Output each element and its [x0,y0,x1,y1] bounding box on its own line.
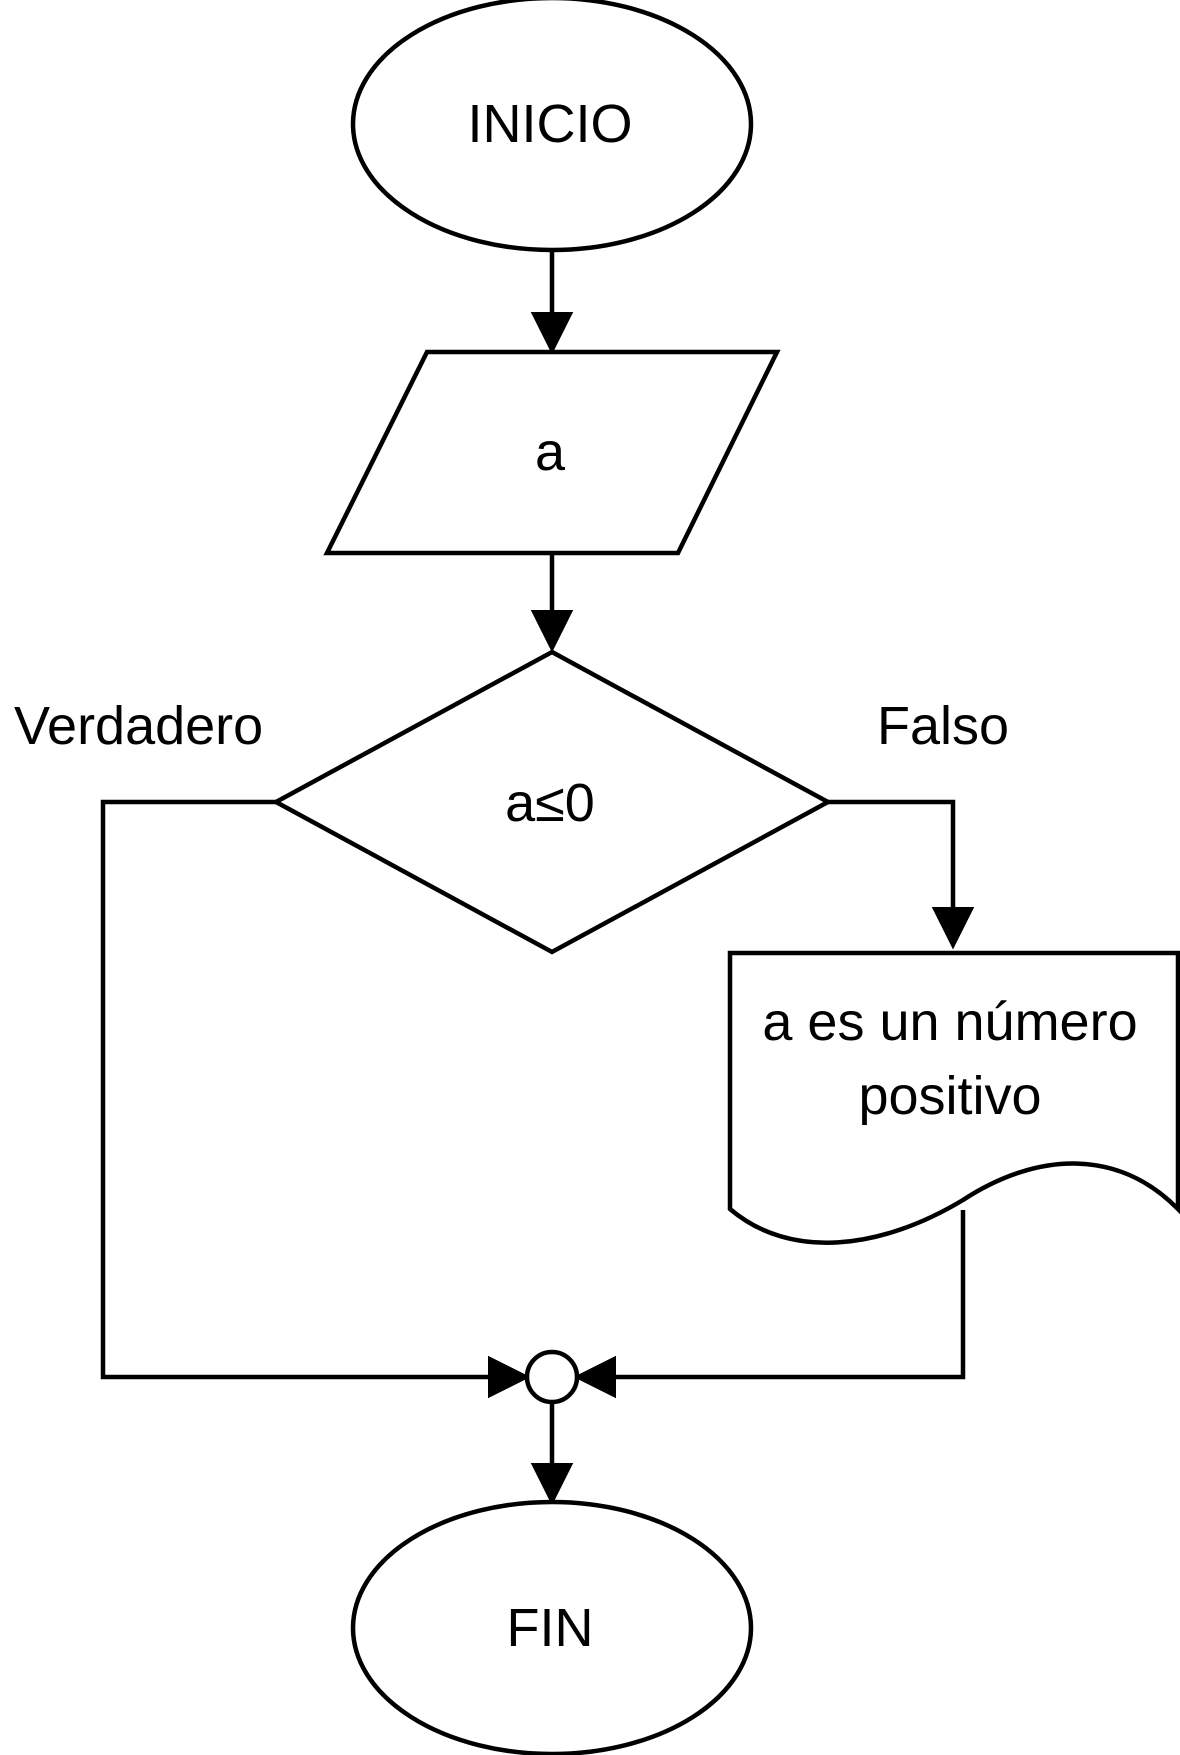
input-label: a [535,422,566,482]
end-label: FIN [507,1598,594,1658]
edge-true-to-merge [100,799,531,1399]
end-ellipse [350,1499,754,1755]
merge-connector[interactable] [524,1349,580,1405]
false-branch-label: Falso [877,696,1009,756]
start-label: INICIO [467,94,632,154]
decision-diamond [271,649,833,955]
start-node[interactable]: INICIO [350,0,754,253]
output-document [727,950,1180,1245]
input-parallelogram [323,349,781,556]
output-node[interactable]: a es un número positivo [727,950,1180,1245]
output-label-line2: positivo [858,1066,1041,1126]
edge-merge-to-end [530,1402,574,1506]
edge-false-to-output [828,799,975,950]
decision-node[interactable]: a≤0 [271,649,833,955]
true-branch-label: Verdadero [14,696,263,756]
output-label-line1: a es un número [762,992,1137,1052]
edge-input-to-decision [530,553,574,653]
edge-start-to-input [530,250,574,355]
edge-output-to-merge [573,1210,966,1399]
end-node[interactable]: FIN [350,1499,754,1755]
decision-label: a≤0 [505,773,595,833]
input-node[interactable]: a [323,349,781,556]
